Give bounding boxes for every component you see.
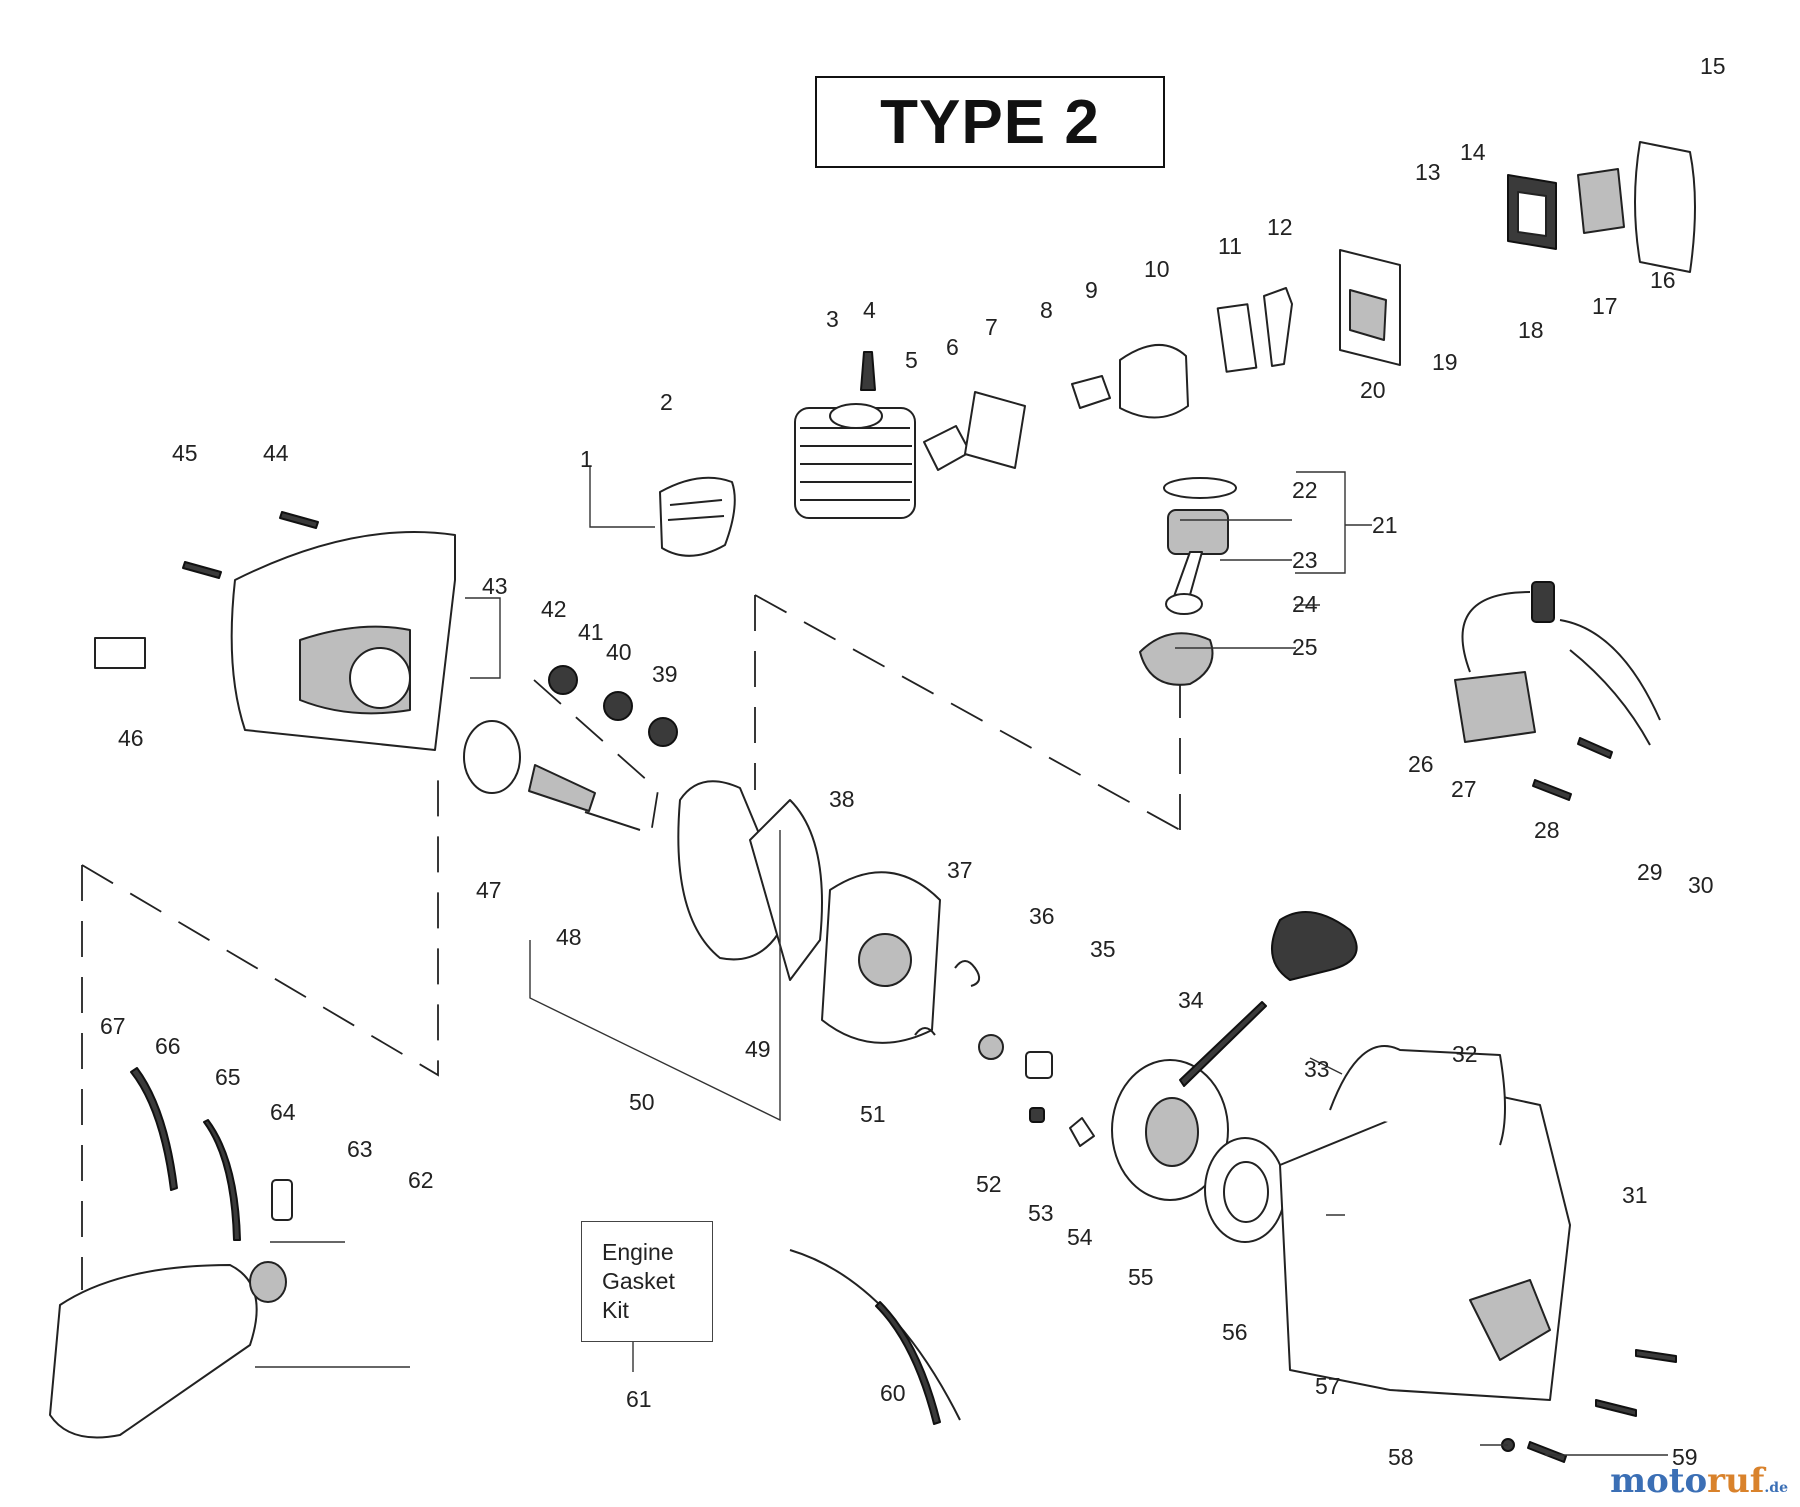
label-31: 31 xyxy=(1622,1182,1648,1208)
label-50: 50 xyxy=(629,1089,655,1115)
label-64: 64 xyxy=(270,1099,296,1125)
watermark-part2: ruf xyxy=(1707,1461,1765,1501)
label-34: 34 xyxy=(1178,987,1204,1013)
label-11: 11 xyxy=(1218,233,1242,259)
label-35: 35 xyxy=(1090,936,1116,962)
label-27: 27 xyxy=(1451,776,1477,802)
label-15: 15 xyxy=(1700,53,1726,79)
label-59: 59 xyxy=(1672,1444,1698,1470)
watermark-logo: motoruf.de xyxy=(1610,1461,1788,1501)
label-51: 51 xyxy=(860,1101,886,1127)
label-62: 62 xyxy=(408,1167,434,1193)
label-47: 47 xyxy=(476,877,502,903)
label-49: 49 xyxy=(745,1036,771,1062)
label-30: 30 xyxy=(1688,872,1714,898)
label-5: 5 xyxy=(905,347,918,373)
label-39: 39 xyxy=(652,661,678,687)
label-23: 23 xyxy=(1292,547,1318,573)
watermark-suffix: .de xyxy=(1764,1480,1788,1496)
label-55: 55 xyxy=(1128,1264,1154,1290)
label-1: 1 xyxy=(580,446,593,472)
label-43: 43 xyxy=(482,573,508,599)
label-58: 58 xyxy=(1388,1444,1414,1470)
label-57: 57 xyxy=(1315,1373,1341,1399)
label-3: 3 xyxy=(826,306,839,332)
label-46: 46 xyxy=(118,725,144,751)
label-32: 32 xyxy=(1452,1041,1478,1067)
label-53: 53 xyxy=(1028,1200,1054,1226)
label-48: 48 xyxy=(556,924,582,950)
label-7: 7 xyxy=(985,314,998,340)
label-52: 52 xyxy=(976,1171,1002,1197)
label-56: 56 xyxy=(1222,1319,1248,1345)
kit-label-line-1: Engine xyxy=(602,1239,674,1265)
label-61: 61 xyxy=(626,1386,652,1412)
label-29: 29 xyxy=(1637,859,1663,885)
kit-label-line-2: Gasket xyxy=(602,1268,675,1294)
label-38: 38 xyxy=(829,786,855,812)
label-36: 36 xyxy=(1029,903,1055,929)
label-44: 44 xyxy=(263,440,289,466)
label-45: 45 xyxy=(172,440,198,466)
label-60: 60 xyxy=(880,1380,906,1406)
label-42: 42 xyxy=(541,596,567,622)
diagram-title-box: TYPE 2 xyxy=(815,76,1165,168)
label-9: 9 xyxy=(1085,277,1098,303)
label-19: 19 xyxy=(1432,349,1458,375)
label-66: 66 xyxy=(155,1033,181,1059)
assembly-dash-lines xyxy=(81,594,1181,1290)
label-22: 22 xyxy=(1292,477,1318,503)
label-2: 2 xyxy=(660,389,673,415)
label-33: 33 xyxy=(1304,1056,1330,1082)
label-20: 20 xyxy=(1360,377,1386,403)
kit-label-line-3: Kit xyxy=(602,1297,629,1323)
label-17: 17 xyxy=(1592,293,1618,319)
label-18: 18 xyxy=(1518,317,1544,343)
part-shapes xyxy=(49,141,1696,1463)
watermark-part1: moto xyxy=(1610,1461,1708,1501)
label-6: 6 xyxy=(946,334,959,360)
diagram-title: TYPE 2 xyxy=(880,87,1100,157)
label-10: 10 xyxy=(1144,256,1170,282)
label-25: 25 xyxy=(1292,634,1318,660)
label-26: 26 xyxy=(1408,751,1434,777)
label-65: 65 xyxy=(215,1064,241,1090)
label-16: 16 xyxy=(1650,267,1676,293)
label-28: 28 xyxy=(1534,817,1560,843)
label-8: 8 xyxy=(1040,297,1053,323)
label-63: 63 xyxy=(347,1136,373,1162)
label-37: 37 xyxy=(947,857,973,883)
label-14: 14 xyxy=(1460,139,1486,165)
label-12: 12 xyxy=(1267,214,1293,240)
label-67: 67 xyxy=(100,1013,126,1039)
label-54: 54 xyxy=(1067,1224,1093,1250)
label-24: 24 xyxy=(1292,591,1318,617)
gasket-kit-box: Engine Gasket Kit xyxy=(581,1221,713,1342)
label-13: 13 xyxy=(1415,159,1441,185)
label-40: 40 xyxy=(606,639,632,665)
part-labels: 1 2 3 4 5 6 7 8 9 10 11 12 13 14 15 16 1… xyxy=(100,53,1726,1470)
leader-lines xyxy=(255,467,1668,1456)
label-4: 4 xyxy=(863,297,876,323)
label-21: 21 xyxy=(1372,512,1398,538)
label-41: 41 xyxy=(578,619,604,645)
